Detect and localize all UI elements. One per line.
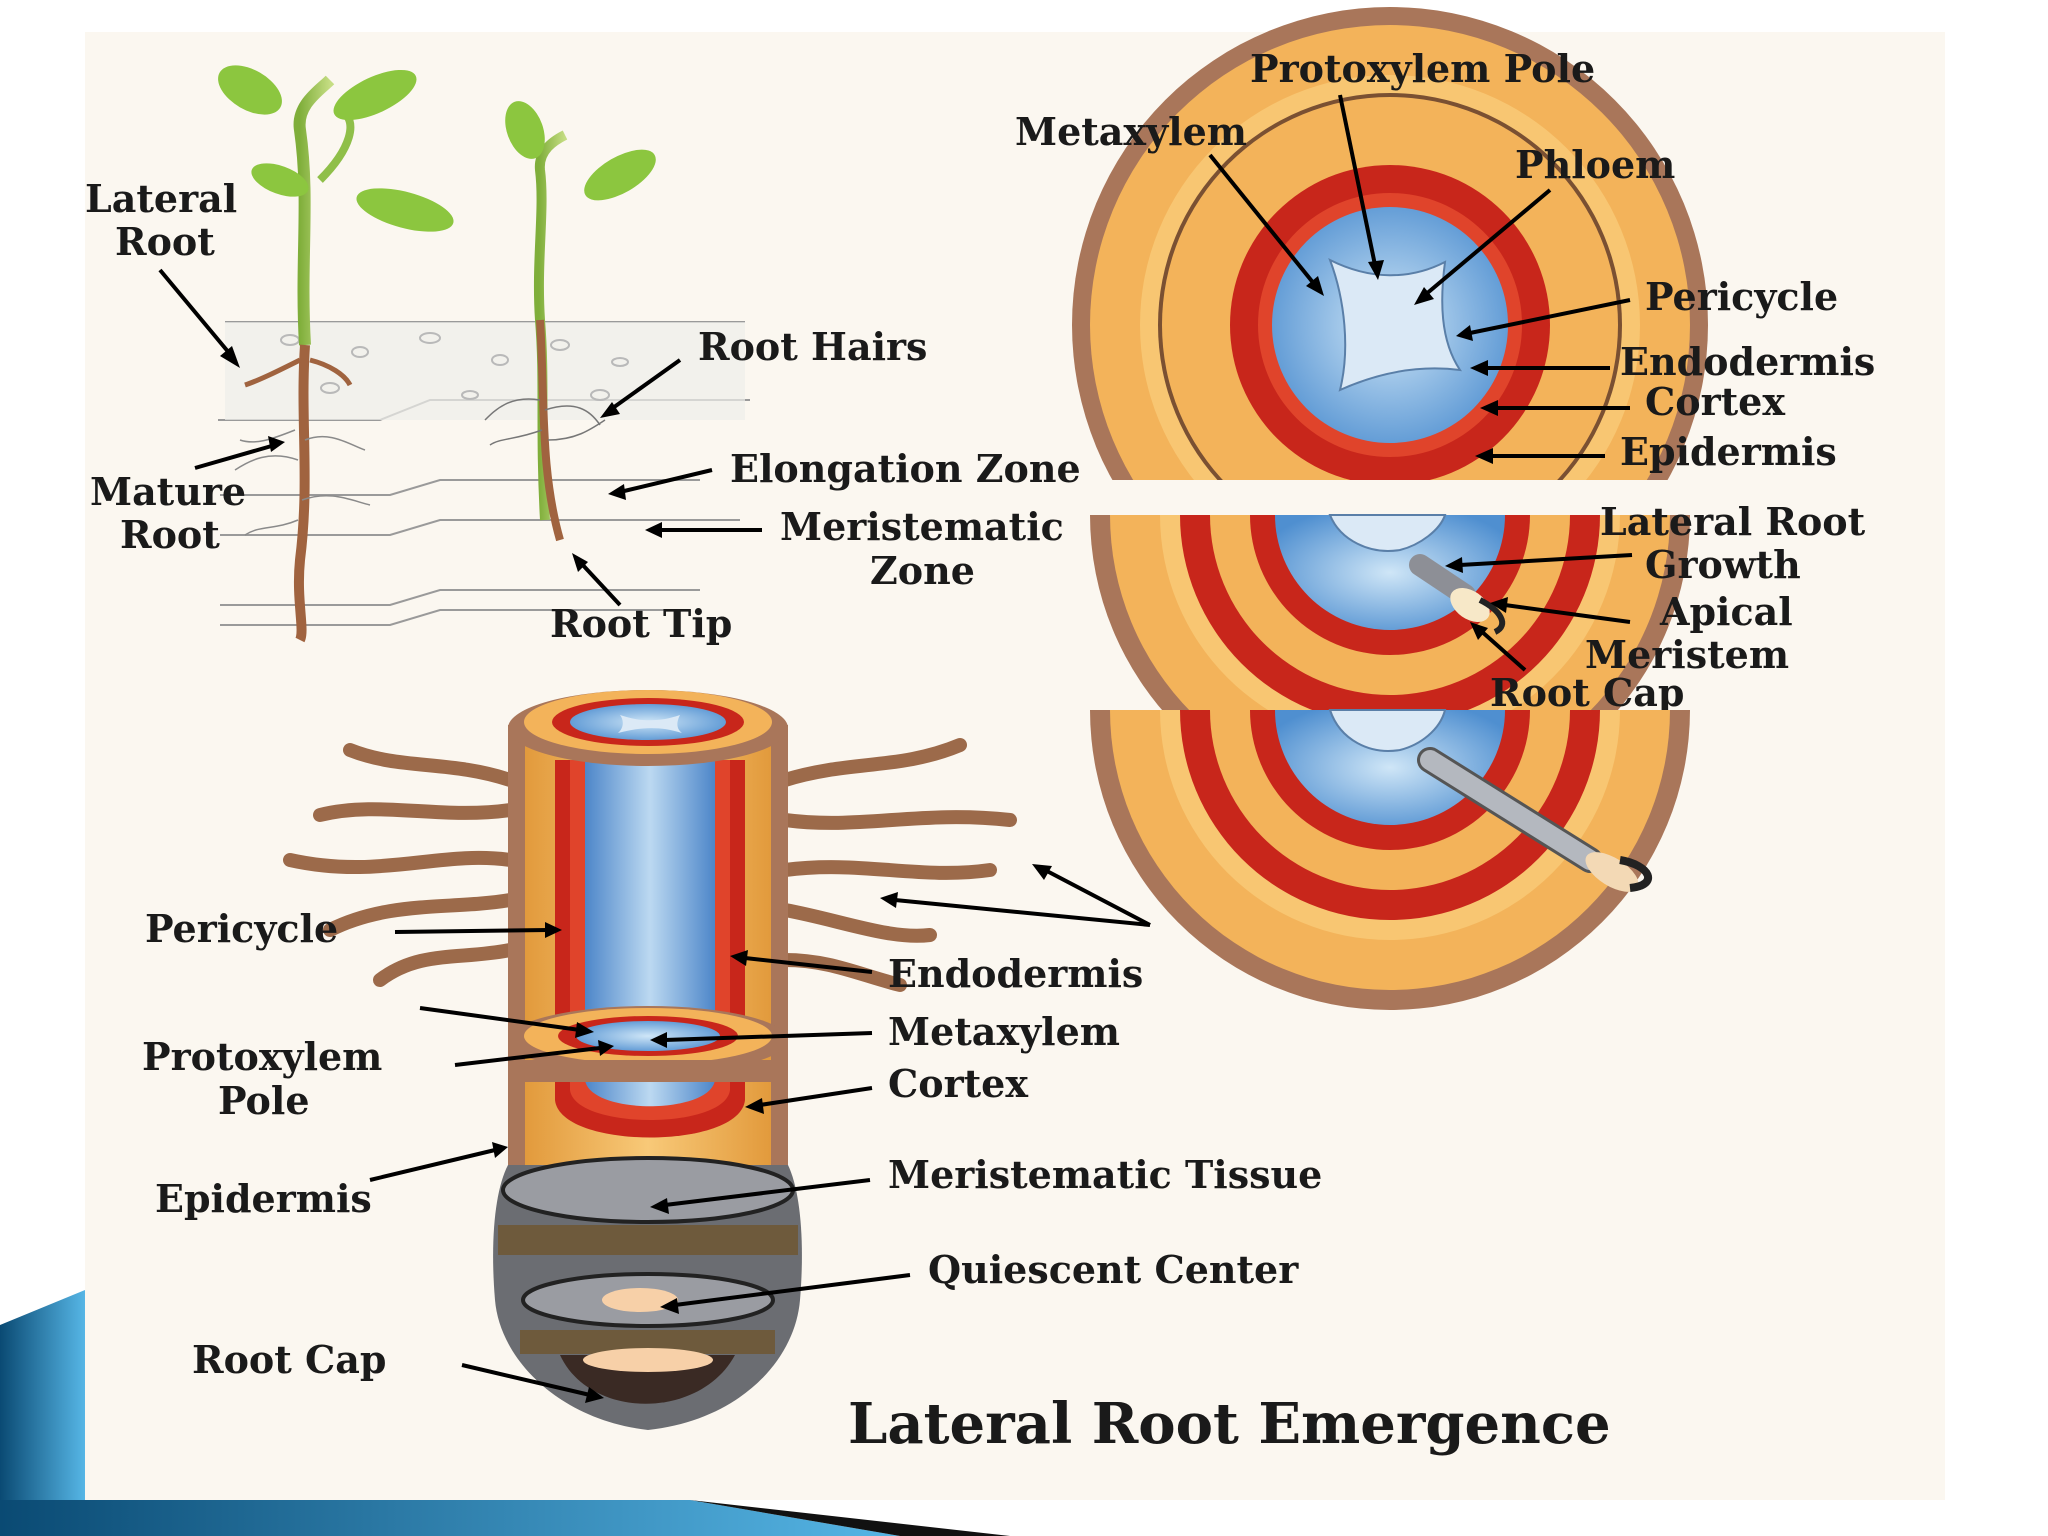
label-root-cap-emergence: Root Cap [1490, 670, 1685, 715]
cross-section-labels: Protoxylem Pole Metaxylem Phloem Pericyc… [1015, 46, 1875, 474]
seedling-labels: Lateral Root Mature Root Root Hairs Elon… [85, 176, 1081, 646]
label-endodermis-long: Endodermis [888, 951, 1143, 996]
label-lateral-root-line2: Root [115, 219, 215, 264]
label-root-hairs: Root Hairs [698, 324, 927, 369]
label-root-cap-long: Root Cap [192, 1337, 387, 1382]
label-pericycle: Pericycle [1645, 274, 1838, 319]
label-lateral-root-line1: Lateral [85, 176, 237, 221]
label-endodermis: Endodermis [1620, 339, 1875, 384]
seedling-arrows [158, 268, 762, 607]
longitudinal-labels: Pericycle Endodermis Metaxylem Protoxyle… [142, 906, 1322, 1382]
emergence-arrows [1445, 553, 1633, 672]
label-protoxylem-pole-long-line1: Protoxylem [142, 1034, 382, 1079]
label-apical-meristem-line2: Meristem [1585, 632, 1789, 677]
diagram-title: Lateral Root Emergence [848, 1391, 1611, 1457]
emergence-stage-2 [1090, 709, 1690, 1010]
label-epidermis-long: Epidermis [155, 1176, 372, 1221]
cross-section-arrows [1208, 94, 1631, 464]
label-pericycle-long: Pericycle [145, 906, 338, 951]
slide-accent [0, 1290, 1010, 1536]
label-cortex: Cortex [1645, 379, 1785, 424]
label-epidermis: Epidermis [1620, 429, 1837, 474]
label-mature-root-line2: Root [120, 512, 220, 557]
label-protoxylem-pole: Protoxylem Pole [1250, 46, 1595, 91]
label-elongation-zone: Elongation Zone [730, 446, 1081, 491]
label-meristematic-zone-line2: Zone [870, 548, 975, 593]
label-lateral-root-growth-line1: Lateral Root [1600, 499, 1866, 544]
root-cross-section [1072, 7, 1708, 643]
label-meristematic-tissue: Meristematic Tissue [888, 1152, 1322, 1197]
emergence-labels: Lateral Root Growth Apical Meristem Root… [1490, 499, 1866, 715]
label-root-tip: Root Tip [550, 601, 732, 646]
label-protoxylem-pole-long-line2: Pole [218, 1078, 310, 1123]
label-metaxylem-long: Metaxylem [888, 1009, 1120, 1054]
label-lateral-root-growth-line2: Growth [1645, 542, 1801, 587]
seedling-illustration [218, 65, 750, 643]
label-meristematic-zone-line1: Meristematic [780, 504, 1064, 549]
longitudinal-arrows [369, 864, 1151, 1403]
label-phloem: Phloem [1515, 142, 1675, 187]
label-quiescent-center: Quiescent Center [928, 1247, 1299, 1292]
label-mature-root-line1: Mature [90, 469, 246, 514]
label-metaxylem: Metaxylem [1015, 109, 1247, 154]
label-apical-meristem-line1: Apical [1659, 589, 1793, 634]
label-cortex-long: Cortex [888, 1061, 1028, 1106]
